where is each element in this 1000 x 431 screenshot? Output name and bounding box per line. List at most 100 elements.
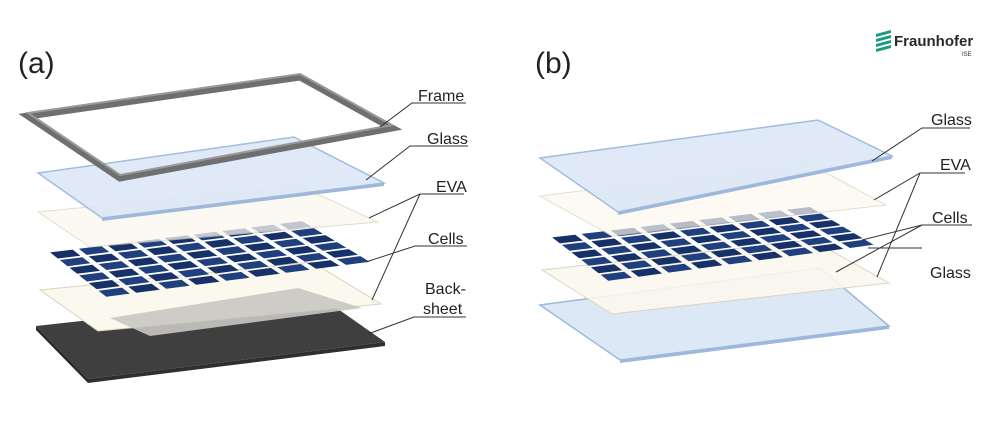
solar-cell bbox=[841, 239, 874, 248]
solar-cell bbox=[302, 235, 335, 244]
solar-cell bbox=[128, 283, 160, 293]
solar-cell bbox=[830, 233, 863, 242]
leader-eva-b-2 bbox=[876, 172, 921, 278]
glass-layer-top bbox=[537, 119, 895, 215]
solar-cell bbox=[738, 220, 771, 229]
solar-cell bbox=[630, 242, 663, 251]
solar-cell bbox=[690, 259, 723, 269]
callout-cells: Cells bbox=[428, 231, 464, 248]
solar-cell bbox=[730, 237, 762, 247]
solar-cell bbox=[797, 213, 830, 222]
solar-cell bbox=[581, 256, 613, 266]
solar-cell bbox=[196, 257, 229, 267]
leader-glass bbox=[365, 145, 468, 181]
solar-cell bbox=[800, 237, 833, 246]
solar-cell bbox=[591, 238, 623, 248]
solar-cell bbox=[336, 256, 370, 265]
solar-cell bbox=[266, 256, 299, 266]
solar-cell bbox=[709, 224, 741, 233]
solar-cell bbox=[217, 271, 250, 281]
aluminium-frame bbox=[18, 72, 403, 182]
callout-frame: Frame bbox=[418, 88, 464, 105]
solar-cell bbox=[108, 268, 140, 278]
solar-cell bbox=[561, 242, 593, 251]
solar-cell bbox=[770, 240, 803, 250]
solar-cell bbox=[98, 287, 130, 297]
callout-cells-b: Cells bbox=[932, 210, 968, 227]
leader-eva-2 bbox=[371, 193, 421, 301]
callout-eva-b: EVA bbox=[940, 157, 971, 174]
solar-cell bbox=[700, 241, 732, 251]
solar-cell bbox=[307, 260, 340, 269]
leader-cells-b-3 bbox=[835, 224, 923, 273]
solar-cell bbox=[79, 272, 110, 282]
callout-glass: Glass bbox=[427, 131, 468, 148]
solar-cell bbox=[630, 267, 663, 277]
solar-cell bbox=[175, 242, 207, 252]
logo-wordmark: Fraunhofer bbox=[894, 33, 973, 50]
leader-backsheet bbox=[367, 316, 466, 335]
solar-cell bbox=[158, 279, 190, 289]
solar-cell bbox=[225, 253, 258, 263]
solar-cell bbox=[137, 264, 170, 274]
solar-cell bbox=[650, 256, 683, 266]
solar-cell bbox=[325, 249, 358, 258]
solar-cell bbox=[601, 245, 633, 255]
solar-cell bbox=[690, 234, 722, 244]
panel-a-label: (a) bbox=[18, 47, 55, 80]
solar-cell bbox=[740, 244, 773, 254]
callout-eva: EVA bbox=[436, 179, 467, 196]
solar-cell bbox=[295, 253, 329, 262]
solar-cell bbox=[88, 280, 120, 290]
solar-cell bbox=[710, 248, 743, 258]
solar-cell bbox=[186, 250, 218, 259]
solar-cell bbox=[148, 272, 180, 282]
solar-cell bbox=[611, 253, 643, 262]
solar-cell bbox=[779, 223, 811, 232]
solar-cell bbox=[156, 253, 189, 263]
fraunhofer-logo-mark bbox=[876, 30, 891, 52]
solar-cell bbox=[571, 249, 603, 259]
solar-cell bbox=[167, 261, 199, 270]
solar-cell bbox=[277, 264, 310, 273]
solar-cell bbox=[284, 245, 317, 255]
solar-cell bbox=[187, 275, 220, 285]
solar-cell bbox=[600, 271, 632, 281]
solar-cell bbox=[78, 246, 110, 255]
leader-glass-top bbox=[871, 127, 970, 162]
solar-cell bbox=[204, 239, 236, 248]
solar-cell bbox=[177, 268, 210, 278]
solar-cell bbox=[679, 227, 712, 237]
solar-cell bbox=[88, 253, 120, 263]
solar-cell bbox=[811, 243, 844, 253]
solar-cell bbox=[650, 231, 682, 240]
leader-eva-b-1 bbox=[873, 172, 965, 201]
callout-glass-bottom: Glass bbox=[930, 265, 971, 282]
solar-cell bbox=[768, 217, 801, 226]
solar-cell bbox=[69, 264, 101, 274]
panel-b-label: (b) bbox=[535, 47, 572, 80]
solar-cell bbox=[50, 249, 81, 259]
solar-cell bbox=[660, 238, 692, 247]
glass-layer bbox=[36, 136, 387, 221]
solar-cell bbox=[262, 231, 294, 241]
solar-cell bbox=[59, 257, 91, 267]
callout-glass-top: Glass bbox=[931, 112, 972, 129]
leader-frame bbox=[379, 102, 466, 128]
solar-cell bbox=[117, 249, 149, 259]
solar-cell bbox=[233, 235, 265, 244]
leader-cells bbox=[365, 245, 467, 263]
callout-backsheet-line2: sheet bbox=[423, 301, 463, 318]
solar-cell bbox=[640, 249, 673, 259]
solar-cell bbox=[207, 264, 239, 274]
panel-b: (b) Glass EVA Cells Glass bbox=[535, 47, 972, 363]
solar-cell bbox=[660, 263, 693, 273]
solar-cell bbox=[789, 230, 822, 239]
solar-cell bbox=[590, 264, 623, 274]
solar-cell bbox=[749, 227, 782, 236]
solar-cell bbox=[759, 234, 792, 243]
solar-cell bbox=[719, 231, 752, 240]
solar-cell bbox=[98, 261, 130, 270]
callout-backsheet-line1: Back- bbox=[425, 281, 466, 298]
